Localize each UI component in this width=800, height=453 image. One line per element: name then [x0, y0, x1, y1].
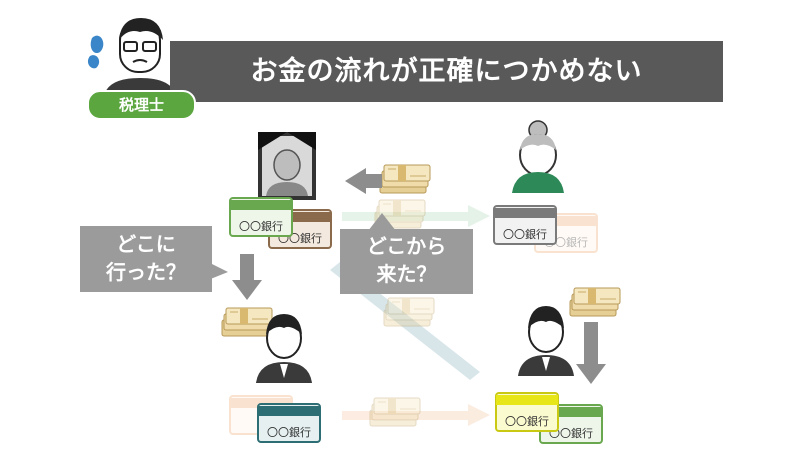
title-bar: お金の流れが正確につかめない [170, 41, 723, 102]
where-to-bubble: どこに 行った？ [80, 226, 212, 292]
bank-card-label: 〇〇銀行 [505, 414, 549, 428]
arrow-icon [576, 322, 606, 384]
bank-card-icon: 〇〇銀行 [257, 403, 321, 443]
cash-bundle-icon [221, 307, 273, 337]
cash-bundle-icon [369, 397, 421, 427]
bubble-line: 行った？ [106, 260, 186, 284]
bank-card-icon: 〇〇銀行 [229, 197, 293, 237]
bubble-line: どこから [366, 234, 447, 258]
where-from-bubble: どこから 来た？ [340, 229, 473, 294]
bubble-line: 来た？ [376, 262, 437, 286]
bubble-tail-left [208, 262, 228, 280]
page-title: お金の流れが正確につかめない [250, 56, 643, 87]
bubble-tail-right [368, 213, 396, 231]
arrow-icon [345, 168, 382, 194]
deceased-portrait-icon [258, 132, 316, 200]
bank-card-icon: 〇〇銀行 [495, 392, 559, 432]
arrow-icon [232, 254, 262, 300]
tax-accountant-avatar [87, 18, 176, 96]
cash-bundle-icon [383, 297, 435, 327]
cash-bundle-icon [569, 287, 621, 317]
man-avatar [256, 314, 312, 383]
sweat-drop-icon [87, 55, 100, 69]
bubble-line: どこに [116, 232, 176, 256]
grandmother-avatar [512, 120, 564, 193]
bank-card-label: 〇〇銀行 [267, 425, 311, 439]
bank-card-icon: 〇〇銀行 [493, 205, 557, 245]
elder-man-avatar [518, 306, 574, 376]
bank-card-label: 〇〇銀行 [239, 219, 283, 233]
bank-card-label: 〇〇銀行 [549, 426, 593, 440]
sweat-drop-icon [90, 35, 104, 54]
bank-card-label: 〇〇銀行 [503, 227, 547, 241]
cash-bundle-icon [379, 164, 431, 194]
role-badge: 税理士 [87, 90, 196, 120]
